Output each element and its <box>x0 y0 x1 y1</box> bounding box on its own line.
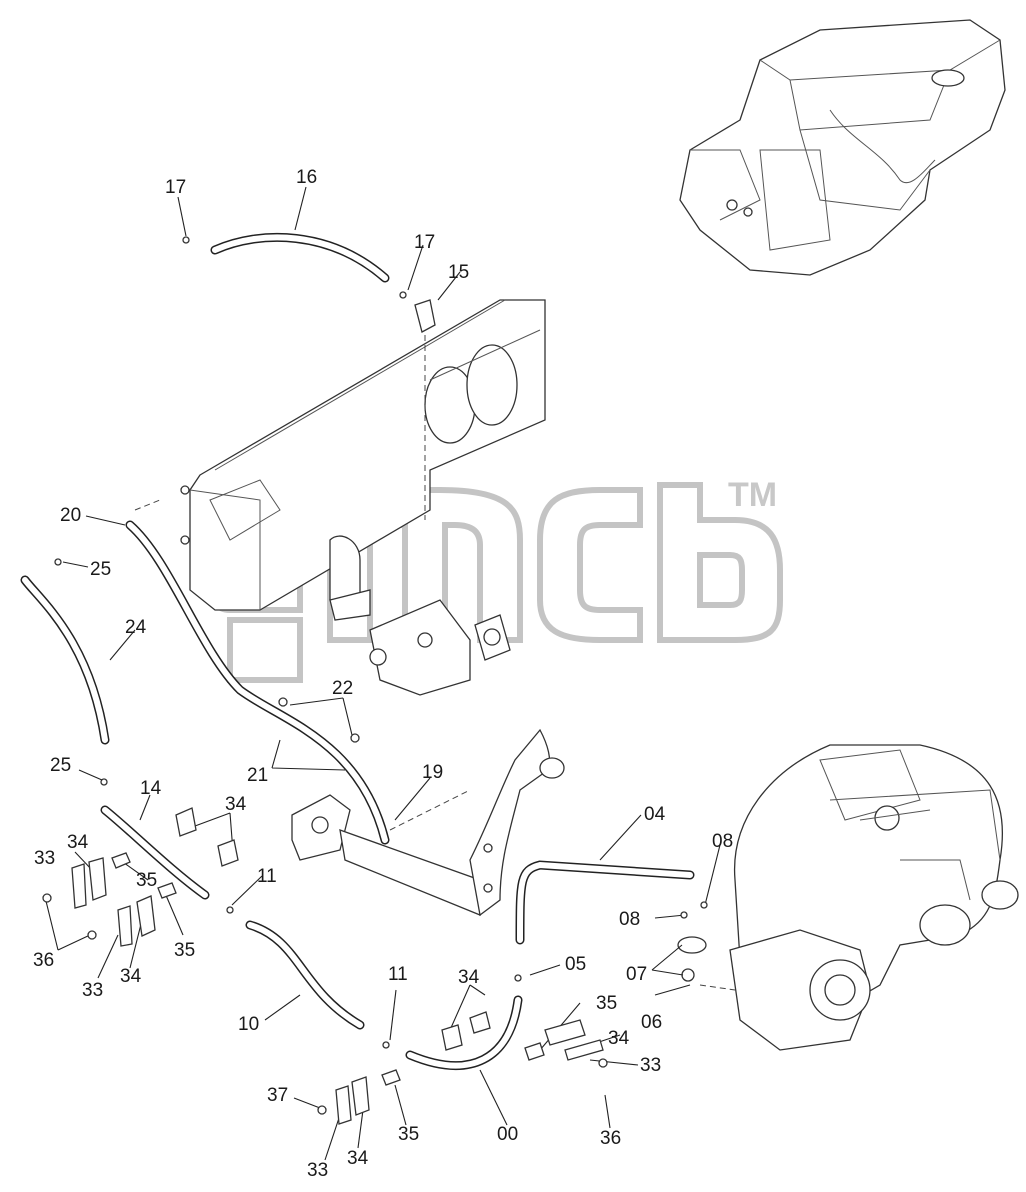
label-33: 33 <box>307 1160 328 1181</box>
label-06: 06 <box>641 1012 662 1033</box>
label-10: 10 <box>238 1014 259 1035</box>
lower-manifold <box>291 728 565 917</box>
hoses <box>20 233 707 1071</box>
label-04: 04 <box>644 804 666 825</box>
label-11: 11 <box>257 866 277 887</box>
part-labels: 17 16 17 15 20 25 24 22 21 25 19 14 34 3… <box>33 167 733 1181</box>
label-00: 00 <box>497 1124 518 1145</box>
label-34: 34 <box>608 1028 630 1049</box>
frame-assembly <box>180 299 546 696</box>
watermark-tm: TM <box>728 476 777 514</box>
label-33: 33 <box>34 848 55 869</box>
label-33: 33 <box>82 980 103 1001</box>
clamps-and-bolts <box>42 697 708 1125</box>
label-08: 08 <box>712 831 733 852</box>
label-34: 34 <box>120 966 142 987</box>
label-17: 17 <box>414 232 435 253</box>
label-19: 19 <box>422 762 443 783</box>
label-17: 17 <box>165 177 186 198</box>
label-16: 16 <box>296 167 317 188</box>
label-34: 34 <box>347 1148 369 1169</box>
leader-lines <box>44 186 721 1161</box>
label-07: 07 <box>626 964 647 985</box>
label-25: 25 <box>50 755 71 776</box>
label-37: 37 <box>267 1085 288 1106</box>
label-35: 35 <box>398 1124 419 1145</box>
label-24: 24 <box>125 617 147 638</box>
label-35: 35 <box>174 940 195 961</box>
label-20: 20 <box>60 505 81 526</box>
label-34: 34 <box>67 832 89 853</box>
label-08: 08 <box>619 909 640 930</box>
label-36: 36 <box>33 950 54 971</box>
label-05: 05 <box>565 954 586 975</box>
label-15: 15 <box>448 262 469 283</box>
pump-assembly <box>729 744 1019 1051</box>
connection-lines <box>134 335 736 991</box>
label-34: 34 <box>458 967 480 988</box>
label-11: 11 <box>388 964 408 985</box>
label-35: 35 <box>596 993 617 1014</box>
label-33: 33 <box>640 1055 661 1076</box>
label-22: 22 <box>332 678 353 699</box>
label-34: 34 <box>225 794 247 815</box>
label-36: 36 <box>600 1128 621 1149</box>
label-21: 21 <box>247 765 268 786</box>
label-35: 35 <box>136 870 157 891</box>
machine-overview-inset <box>679 19 1006 276</box>
label-25: 25 <box>90 559 111 580</box>
label-14: 14 <box>140 778 162 799</box>
